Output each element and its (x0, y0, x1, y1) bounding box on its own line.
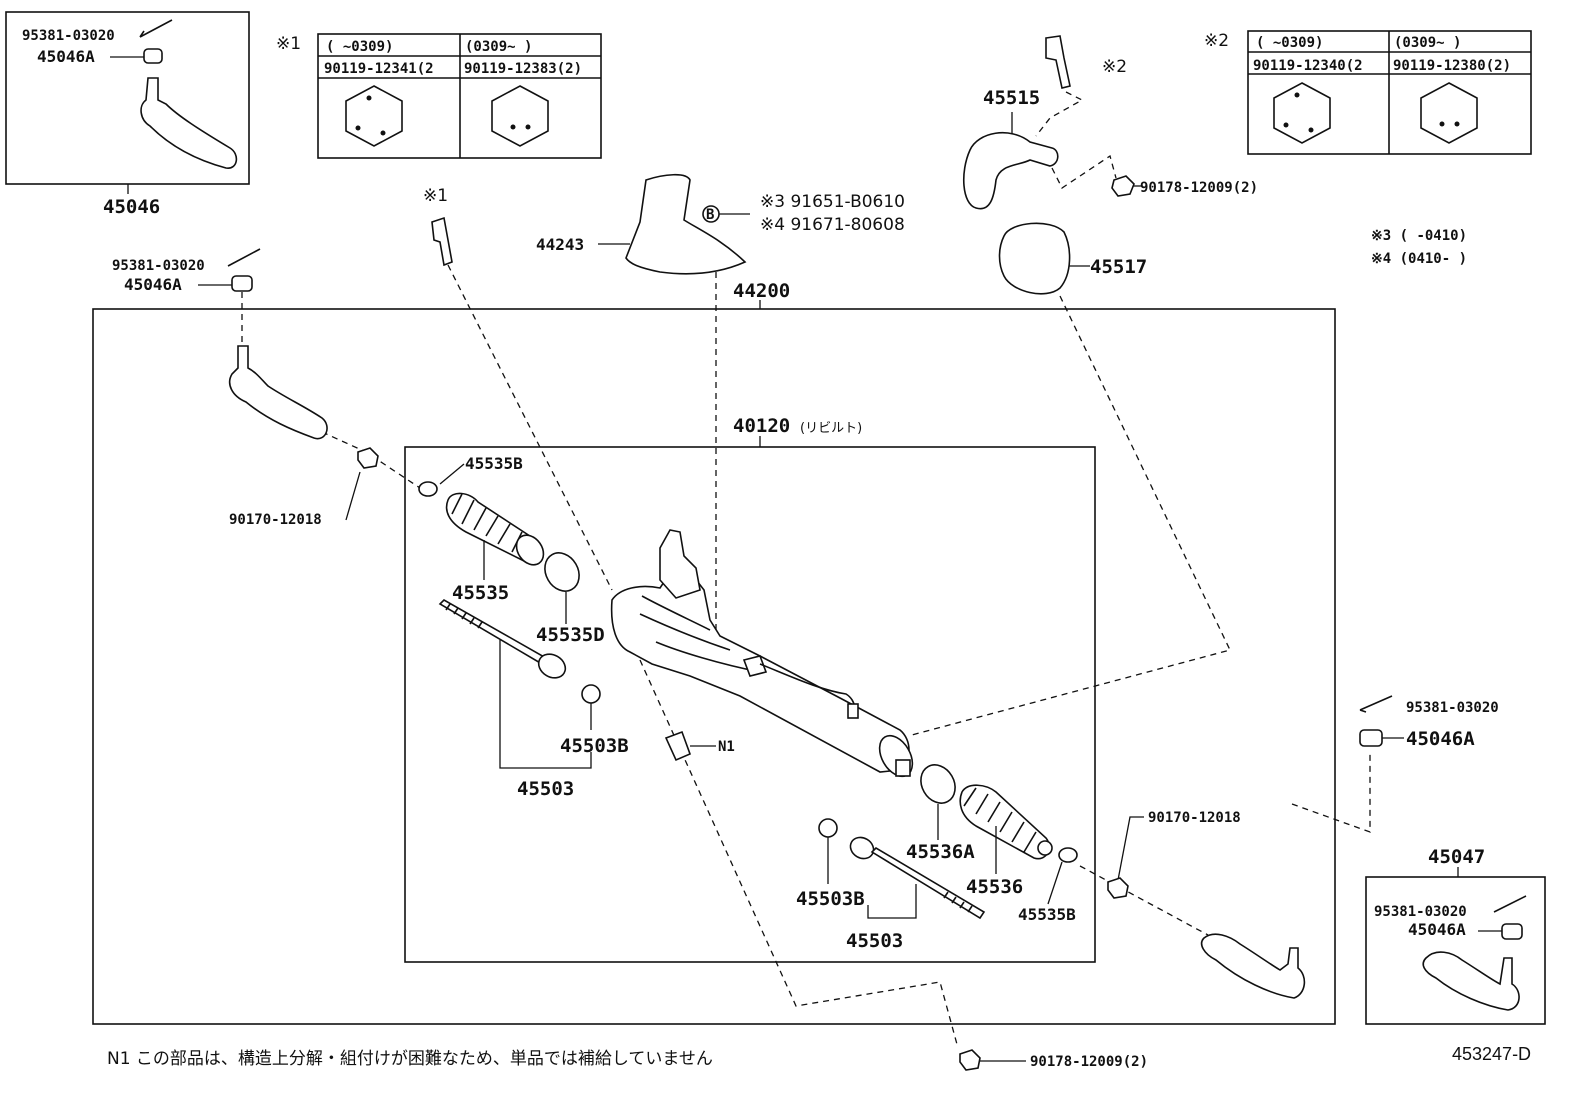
footnote-4-part: ※4 91671-80608 (760, 215, 905, 235)
tie-rod-end-rh-inset-frame (1365, 876, 1546, 1025)
clip-lh-label: 45535B (465, 454, 523, 473)
tie-rod-end-rh-inset-icon (1422, 951, 1520, 1011)
claw-washer-lh-label: 45503B (560, 735, 629, 757)
figure-id: 453247-D (1452, 1044, 1531, 1064)
flange-nut-bottom-icon (959, 1049, 981, 1071)
cotter-pin-icon (139, 19, 173, 38)
rack-boot-lh-icon (445, 492, 545, 566)
tie-rod-lh-icon (438, 599, 567, 679)
nut-rh-label: 45046A (1406, 728, 1475, 750)
heat-insulator-label: 44243 (536, 235, 584, 254)
mounting-bolt-2-icon (1045, 35, 1071, 89)
lock-nut-lh-icon (357, 447, 379, 469)
nut-label: 45046A (124, 275, 182, 294)
bolt-head-hexagon-old-2 (1273, 82, 1331, 144)
cotter-pin-label: 95381-03020 (112, 258, 205, 274)
bolt-table-1-part-old: 90119-12341(2 (324, 61, 434, 77)
bolt-table-2-header-new: (0309~ ) (1394, 35, 1461, 51)
castle-nut-icon-2 (231, 275, 253, 292)
rebuilt-gear-frame (404, 446, 1096, 963)
marker-2-label: ※2 (1102, 57, 1127, 77)
rack-boot-lh-label: 45535 (452, 582, 509, 604)
tie-rod-end-rh-main-icon (1200, 933, 1306, 999)
steering-gear-housing-icon (610, 529, 914, 778)
castle-nut-rh-icon (1359, 729, 1383, 747)
rack-assembly-label: 44200 (733, 280, 790, 302)
claw-washer-lh-icon (581, 684, 601, 704)
tie-rod-rh-icon (849, 836, 986, 920)
claw-washer-rh-label: 45503B (796, 888, 865, 910)
castle-nut-icon (143, 48, 163, 64)
n1-part-icon (664, 730, 692, 762)
bolt-head-hexagon-old (345, 85, 403, 147)
clamp-lh-label: 45535D (536, 624, 605, 646)
rack-assembly-frame (92, 308, 1336, 1025)
bolt-table-1-marker: ※1 (276, 34, 301, 54)
tie-rod-end-lh-main-icon (228, 345, 328, 440)
clip-rh-icon (1058, 847, 1078, 863)
mounting-bolt-1-icon (431, 216, 453, 267)
grommet-icon (998, 222, 1071, 295)
nut-rh-inset-label: 45046A (1408, 920, 1466, 939)
cotter-pin-rh-inset-label: 95381-03020 (1374, 904, 1467, 920)
grommet-label: 45517 (1090, 256, 1147, 278)
cotter-pin-label-inset: 95381-03020 (22, 28, 115, 44)
castle-nut-rh-inset-icon (1501, 923, 1523, 940)
clamp-rh-label: 45536A (906, 841, 975, 863)
heat-insulator-icon (625, 173, 747, 275)
cotter-pin-rh-icon (1359, 695, 1393, 713)
n1-label: N1 (718, 739, 735, 755)
lock-nut-rh-label: 90170-12018 (1148, 810, 1241, 826)
claw-washer-rh-icon (818, 818, 838, 838)
clip-lh-icon (418, 481, 438, 497)
cotter-pin-rh-inset-icon (1493, 895, 1527, 913)
bracket-nut-label-bottom: 90178-12009(2) (1030, 1054, 1148, 1070)
bolt-table-2-part-old: 90119-12340(2 (1253, 58, 1363, 74)
n1-footnote: N1 この部品は、構造上分解・組付けが困難なため、単品では補給していません (107, 1049, 713, 1069)
bolt-table-1-header-old: ( ~0309) (326, 39, 393, 55)
bolt-table-1-part-new: 90119-12383(2) (464, 61, 582, 77)
marker-1-label: ※1 (423, 186, 448, 206)
bolt-head-hexagon-new (491, 85, 549, 147)
clamp-lh-icon (544, 552, 580, 592)
bolt-table-2: ※2 ( ~0309) (0309~ ) 90119-12340(2 90119… (1204, 30, 1532, 155)
tie-rod-end-lh-label: 45046 (103, 196, 160, 218)
clip-rh-label: 45535B (1018, 905, 1076, 924)
rack-boot-rh-label: 45536 (966, 876, 1023, 898)
rack-boot-rh-icon (959, 784, 1053, 860)
bracket-nut-label-top: 90178-12009(2) (1140, 180, 1258, 196)
bracket-label: 45515 (983, 87, 1040, 109)
cotter-pin-icon-2 (227, 248, 261, 267)
badge-b-label: B (706, 207, 714, 223)
tie-rod-rh-bracket-line (867, 884, 917, 919)
footnote-4-range: ※4 (0410- ) (1371, 251, 1467, 267)
tie-rod-lh-bracket-line (499, 640, 592, 769)
clamp-rh-icon (920, 764, 956, 804)
lock-nut-rh-icon (1107, 877, 1129, 899)
tie-rod-end-rh-label: 45047 (1428, 846, 1485, 868)
bolt-table-2-marker: ※2 (1204, 31, 1229, 51)
bracket-icon (962, 132, 1059, 210)
lock-nut-lh-label: 90170-12018 (229, 512, 322, 528)
bolt-table-1: ※1 ( ~0309) (0309~ ) 90119-12341(2 90119… (276, 33, 602, 159)
tie-rod-end-lh-inset: 95381-03020 45046A 45046 (22, 19, 238, 218)
flange-nut-icon-top (1111, 175, 1135, 197)
bolt-table-2-part-new: 90119-12380(2) (1393, 58, 1511, 74)
rebuilt-gear-label: 40120 (733, 415, 790, 437)
tie-rod-lh-label: 45503 (517, 778, 574, 800)
cotter-pin-rh-label: 95381-03020 (1406, 700, 1499, 716)
rebuilt-gear-note: (リビルト) (800, 421, 862, 436)
tie-rod-end-lh-icon (140, 77, 238, 169)
nut-label-inset: 45046A (37, 47, 95, 66)
footnote-3-part: ※3 91651-B0610 (760, 192, 905, 212)
footnote-3-range: ※3 ( -0410) (1371, 228, 1467, 244)
bolt-table-2-header-old: ( ~0309) (1256, 35, 1323, 51)
bolt-table-1-header-new: (0309~ ) (465, 39, 532, 55)
bolt-head-hexagon-new-2 (1420, 82, 1478, 144)
tie-rod-rh-label: 45503 (846, 930, 903, 952)
